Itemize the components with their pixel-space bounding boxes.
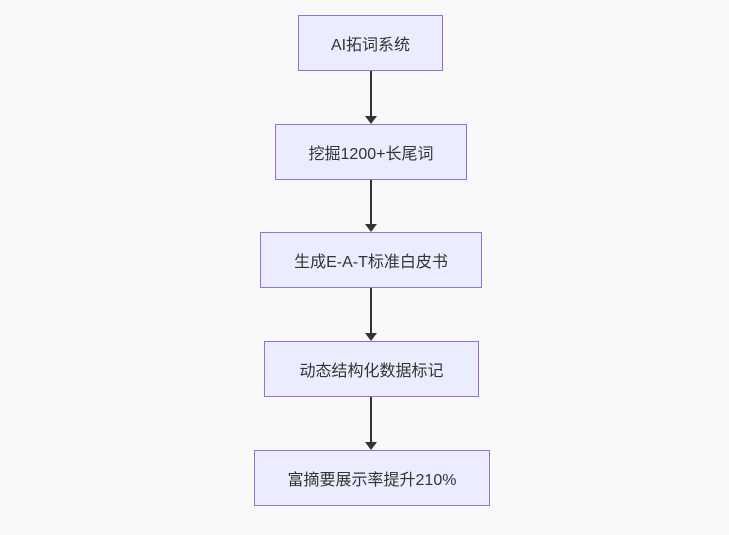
arrowhead-icon — [365, 442, 377, 450]
arrow-down-3 — [365, 288, 377, 341]
flow-node-label: 生成E-A-T标准白皮书 — [294, 254, 448, 271]
flow-node-structured-data-markup: 动态结构化数据标记 — [264, 341, 479, 397]
arrow-line — [370, 71, 372, 116]
flow-node-label: 动态结构化数据标记 — [299, 363, 444, 380]
arrowhead-icon — [365, 116, 377, 124]
flow-node-eat-whitepaper: 生成E-A-T标准白皮书 — [260, 232, 482, 288]
arrow-line — [370, 397, 372, 442]
arrowhead-icon — [365, 333, 377, 341]
flow-node-ai-word-expansion: AI拓词系统 — [298, 15, 443, 71]
flow-node-longtail-keywords: 挖掘1200+长尾词 — [275, 124, 467, 180]
arrow-line — [370, 288, 372, 333]
flow-node-label: AI拓词系统 — [330, 37, 411, 54]
flow-node-label: 挖掘1200+长尾词 — [308, 146, 434, 163]
flow-node-rich-snippet-result: 富摘要展示率提升210% — [254, 450, 490, 506]
arrow-down-2 — [365, 180, 377, 232]
flow-node-label: 富摘要展示率提升210% — [287, 472, 457, 489]
arrow-line — [370, 180, 372, 224]
arrowhead-icon — [365, 224, 377, 232]
arrow-down-1 — [365, 71, 377, 124]
arrow-down-4 — [365, 397, 377, 450]
